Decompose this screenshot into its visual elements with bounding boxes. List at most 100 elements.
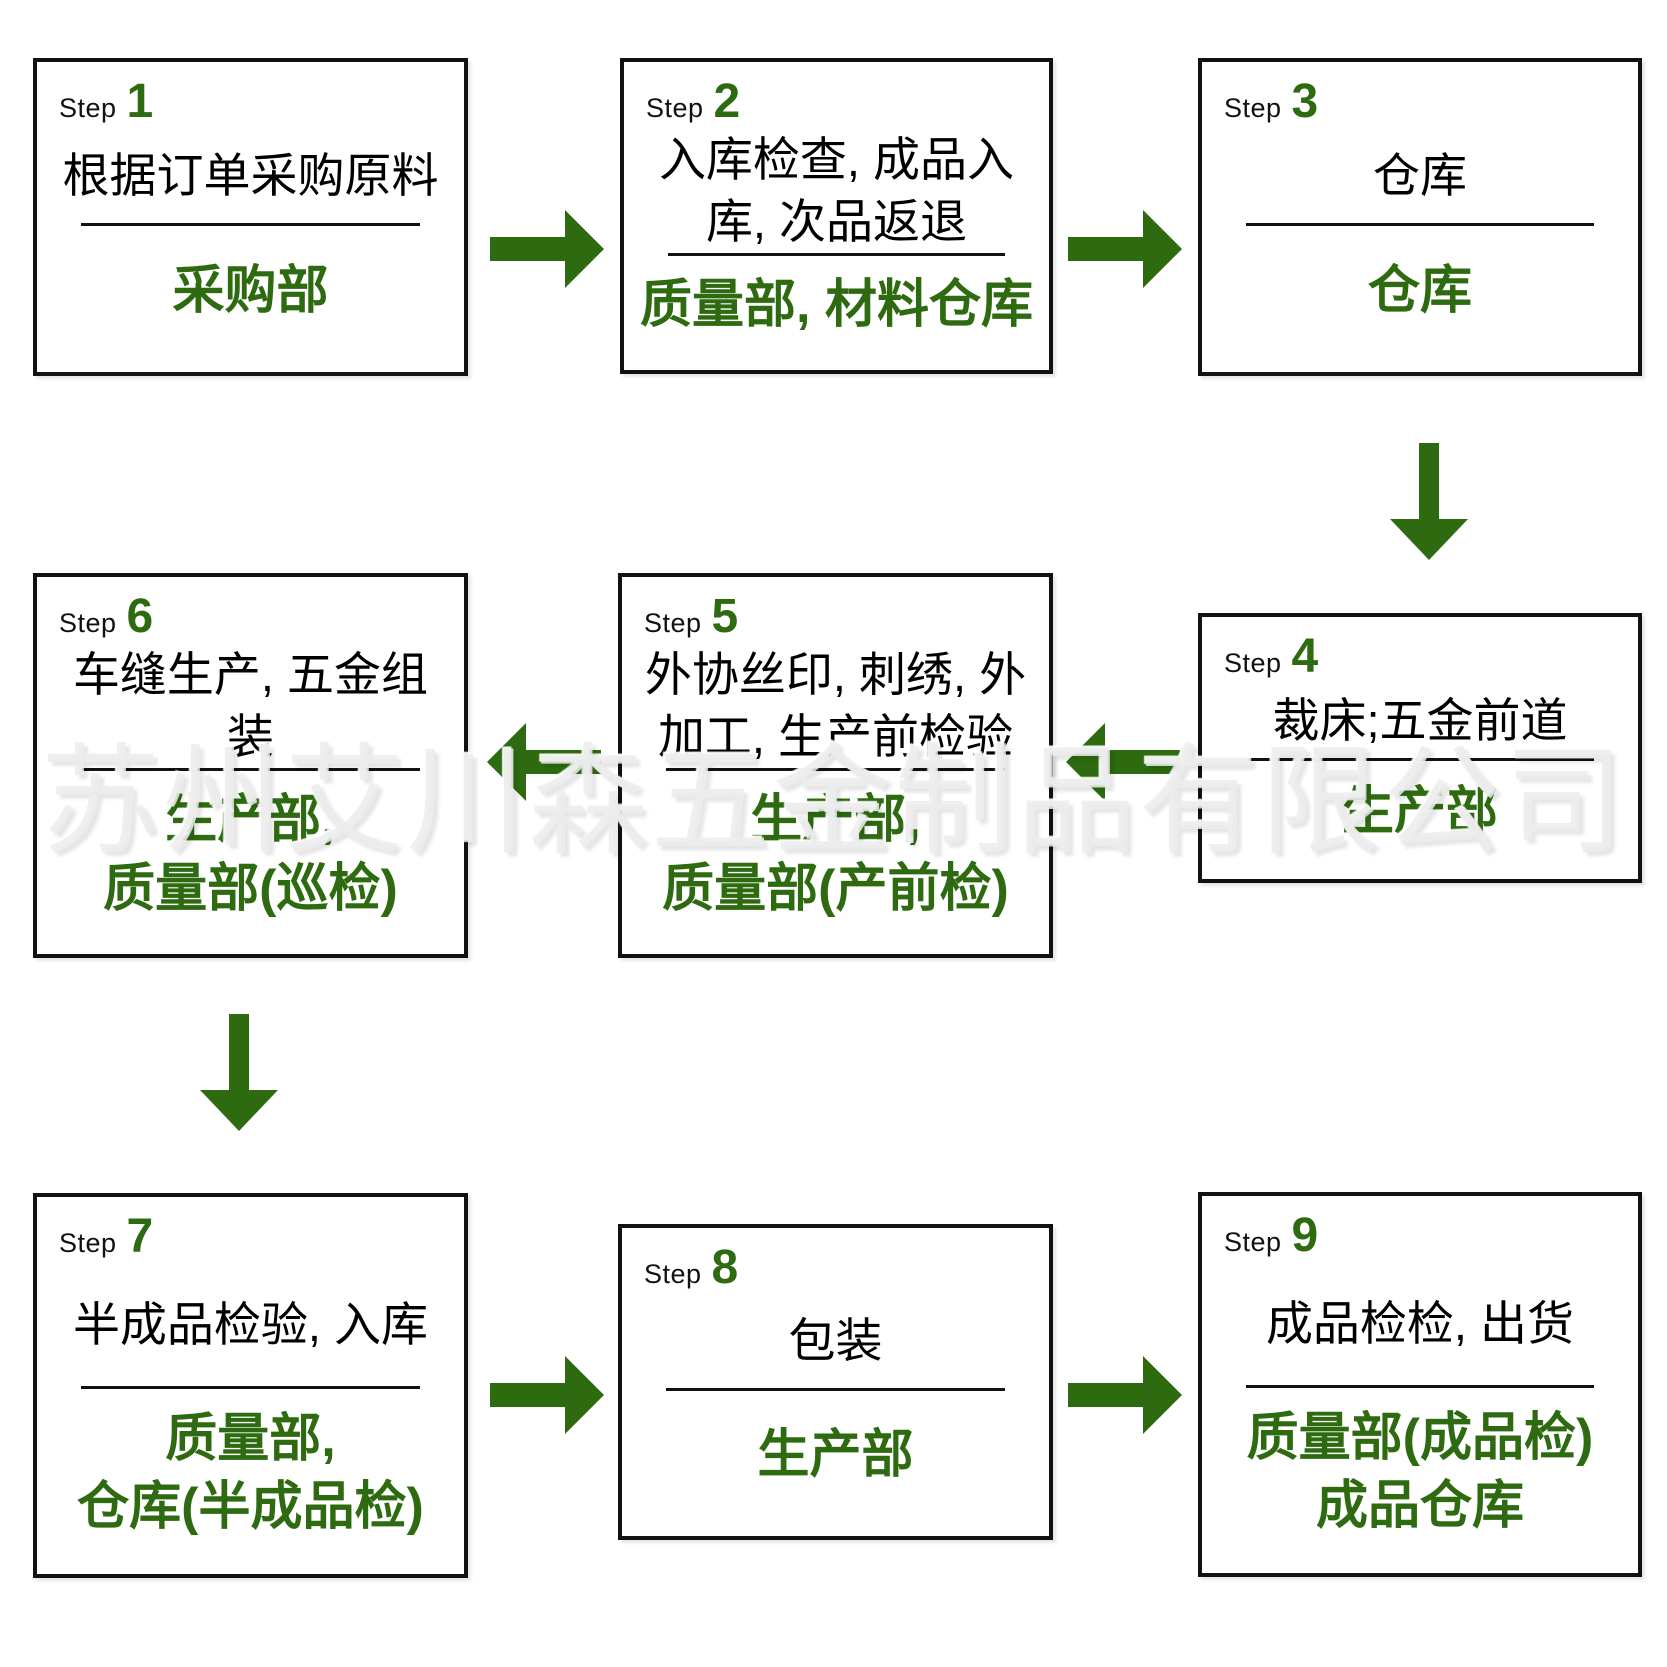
divider-line: [1246, 222, 1594, 226]
step-label: Step: [1224, 648, 1282, 678]
step-5-header: Step 5: [634, 589, 1037, 644]
divider-line: [81, 768, 420, 772]
divider-line: [1246, 757, 1594, 761]
arrow-down-icon-step3-to-step4: [1390, 443, 1468, 560]
department-line: 仓库(半成品检): [77, 1478, 424, 1537]
step-5-department: 生产部, 质量部(产前检): [634, 771, 1037, 938]
step-3-department: 仓库: [1214, 226, 1626, 356]
step-label: Step: [1224, 93, 1282, 123]
step-number: 3: [1291, 75, 1319, 128]
step-8-department: 生产部: [634, 1391, 1037, 1520]
arrow-head: [487, 723, 526, 801]
arrow-shaft: [490, 1383, 566, 1407]
step-8-header: Step 8: [634, 1240, 1037, 1295]
step-6-description: 车缝生产, 五金组装: [72, 648, 429, 764]
step-9-description: 成品检检, 出货: [1265, 1296, 1575, 1350]
arrow-shaft: [1068, 1383, 1144, 1407]
arrow-head: [565, 1356, 604, 1434]
step-label: Step: [644, 608, 702, 638]
step-number: 4: [1291, 630, 1319, 683]
step-number: 9: [1291, 1209, 1319, 1262]
step-4-header: Step 4: [1214, 629, 1626, 684]
step-1-header: Step 1: [49, 74, 452, 129]
step-2-department: 质量部, 材料仓库: [636, 256, 1037, 354]
arrow-head: [1390, 519, 1468, 560]
step-6-department: 生产部, 质量部(巡检): [49, 771, 452, 938]
step-2-description: 入库检查, 成品入库, 次品返退: [658, 133, 1015, 249]
step-6-header: Step 6: [49, 589, 452, 644]
arrow-right-icon-step1-to-step2: [490, 210, 604, 288]
step-label: Step: [1224, 1227, 1282, 1257]
department-line: 生产部,: [750, 790, 921, 849]
step-number: 6: [126, 590, 154, 643]
step-label: Step: [646, 93, 704, 123]
department-line: 仓库: [1367, 261, 1472, 320]
step-7-department: 质量部, 仓库(半成品检): [49, 1389, 452, 1558]
step-1-department: 采购部: [49, 226, 452, 356]
department-line: 采购部: [172, 261, 329, 320]
arrow-down-icon-step6-to-step7: [200, 1014, 278, 1131]
department-line: 质量部,: [165, 1409, 336, 1468]
step-label: Step: [59, 93, 117, 123]
step-3-header: Step 3: [1214, 74, 1626, 129]
arrow-head: [200, 1090, 278, 1131]
arrow-shaft: [1104, 750, 1180, 774]
department-line: 生产部,: [165, 790, 336, 849]
department-line: 生产部: [1341, 782, 1498, 841]
step-8-box: Step 8 包装 生产部: [618, 1224, 1053, 1540]
step-2-box: Step 2 入库检查, 成品入库, 次品返退 质量部, 材料仓库: [620, 58, 1053, 374]
step-number: 8: [711, 1241, 739, 1294]
step-4-box: Step 4 裁床;五金前道 生产部: [1198, 613, 1642, 883]
step-2-header: Step 2: [636, 74, 1037, 129]
step-5-box: Step 5 外协丝印, 刺绣, 外加工, 生产前检验 生产部, 质量部(产前检…: [618, 573, 1053, 958]
arrow-head: [1066, 723, 1105, 801]
arrow-head: [1143, 210, 1182, 288]
step-7-description: 半成品检验, 入库: [72, 1297, 429, 1351]
step-9-header: Step 9: [1214, 1208, 1626, 1263]
step-label: Step: [644, 1259, 702, 1289]
arrow-shaft: [525, 750, 601, 774]
arrow-shaft: [229, 1014, 249, 1091]
arrow-right-icon-step2-to-step3: [1068, 210, 1182, 288]
step-number: 2: [713, 75, 741, 128]
divider-line: [1246, 1384, 1594, 1388]
department-line: 成品仓库: [1315, 1477, 1524, 1536]
divider-line: [668, 253, 1005, 257]
step-1-description: 根据订单采购原料: [62, 148, 439, 202]
step-8-description: 包装: [788, 1314, 883, 1368]
divider-line: [81, 222, 420, 226]
department-line: 生产部: [757, 1426, 914, 1485]
divider-line: [666, 768, 1005, 772]
arrow-shaft: [1419, 443, 1439, 520]
divider-line: [666, 1387, 1005, 1391]
step-number: 7: [126, 1210, 154, 1263]
arrow-head: [565, 210, 604, 288]
arrow-left-icon-step5-to-step6: [487, 723, 601, 801]
step-1-box: Step 1 根据订单采购原料 采购部: [33, 58, 468, 376]
arrow-shaft: [1068, 237, 1144, 261]
department-line: 质量部(产前检): [662, 859, 1009, 918]
department-line: 质量部(巡检): [103, 859, 398, 918]
arrow-right-icon-step7-to-step8: [490, 1356, 604, 1434]
step-number: 1: [126, 75, 154, 128]
arrow-shaft: [490, 237, 566, 261]
step-3-box: Step 3 仓库 仓库: [1198, 58, 1642, 376]
arrow-head: [1143, 1356, 1182, 1434]
step-number: 5: [711, 590, 739, 643]
arrow-left-icon-step4-to-step5: [1066, 723, 1180, 801]
department-line: 质量部, 材料仓库: [640, 275, 1033, 334]
step-5-description: 外协丝印, 刺绣, 外加工, 生产前检验: [644, 648, 1027, 764]
step-3-description: 仓库: [1373, 148, 1467, 202]
step-7-box: Step 7 半成品检验, 入库 质量部, 仓库(半成品检): [33, 1193, 468, 1578]
step-4-department: 生产部: [1214, 761, 1626, 863]
divider-line: [81, 1385, 420, 1389]
step-7-header: Step 7: [49, 1209, 452, 1264]
department-line: 质量部(成品检): [1246, 1408, 1594, 1467]
step-label: Step: [59, 1228, 117, 1258]
arrow-right-icon-step8-to-step9: [1068, 1356, 1182, 1434]
step-4-description: 裁床;五金前道: [1272, 693, 1568, 747]
step-6-box: Step 6 车缝生产, 五金组装 生产部, 质量部(巡检): [33, 573, 468, 958]
step-9-box: Step 9 成品检检, 出货 质量部(成品检) 成品仓库: [1198, 1192, 1642, 1577]
step-9-department: 质量部(成品检) 成品仓库: [1214, 1388, 1626, 1557]
